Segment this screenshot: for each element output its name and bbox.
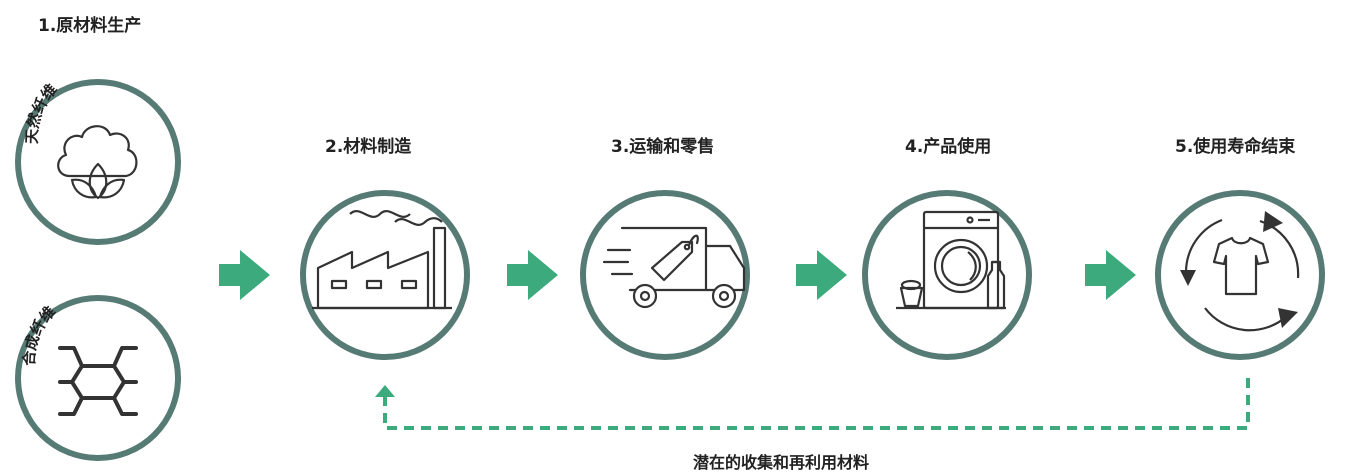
manufacture-title: 2.材料制造 <box>325 137 412 157</box>
use-node <box>862 190 1032 360</box>
arrow-icon <box>507 250 558 300</box>
loop-label: 潜在的收集和再利用材料 <box>693 453 870 472</box>
factory-icon <box>312 210 452 310</box>
arrow-icon <box>796 250 847 300</box>
tshirt-icon <box>1212 236 1270 296</box>
washing-machine-icon <box>896 210 1006 310</box>
raw-material-title: 1.原材料生产 <box>38 16 142 36</box>
transport-title: 3.运输和零售 <box>611 137 715 157</box>
arrow-icon <box>1085 250 1136 300</box>
manufacture-node <box>300 190 470 360</box>
molecule-icon <box>58 346 138 416</box>
synthetic-fiber-node: 合成纤维 <box>15 295 181 461</box>
reuse-loop-arrow <box>375 378 1250 430</box>
cotton-icon <box>57 125 138 200</box>
transport-node <box>580 190 750 360</box>
delivery-truck-icon <box>602 226 746 309</box>
recycle-arrows-icon <box>1180 211 1300 332</box>
end-of-life-node <box>1155 190 1325 360</box>
end-of-life-title: 5.使用寿命结束 <box>1175 137 1296 157</box>
arrow-icon <box>219 250 270 300</box>
natural-fiber-node: 天然纤维 <box>15 79 181 245</box>
use-title: 4.产品使用 <box>905 137 992 157</box>
